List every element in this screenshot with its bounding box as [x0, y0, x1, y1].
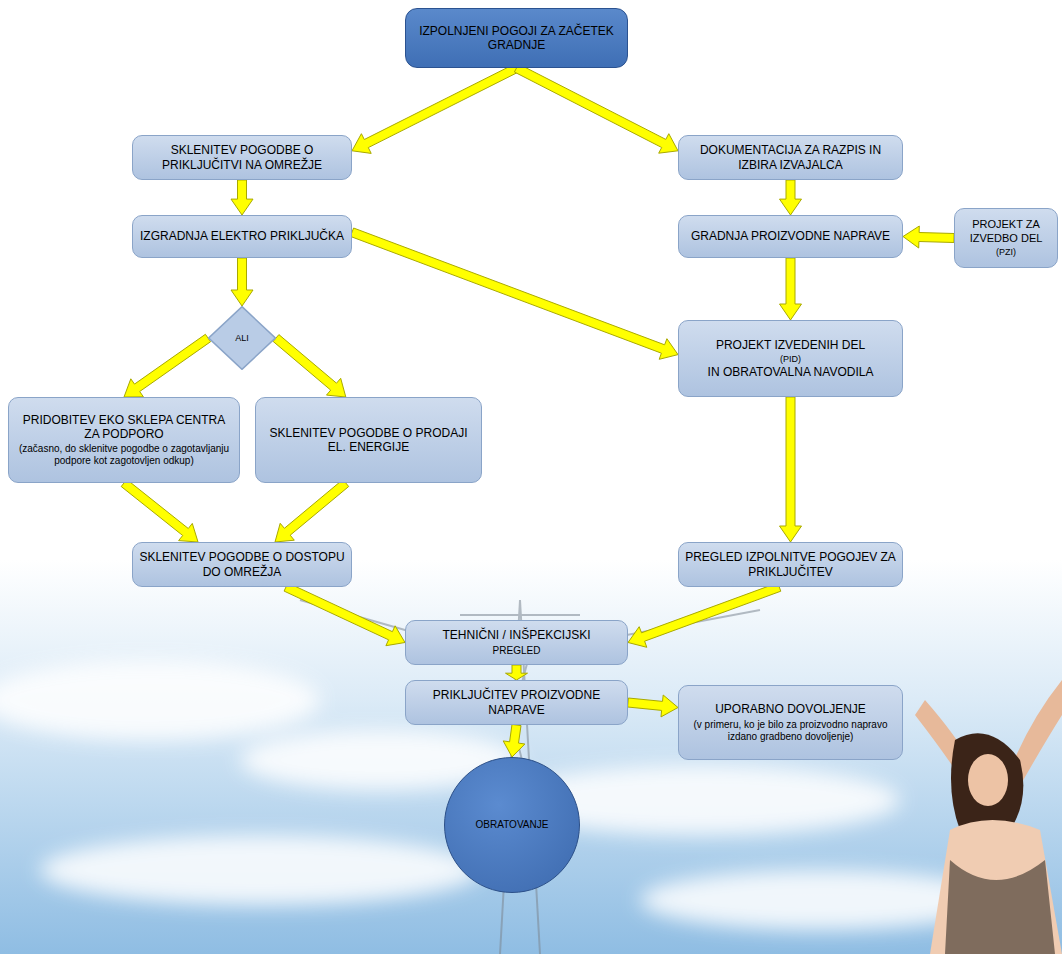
- process-box: DOKUMENTACIJA ZA RAZPIS IN IZBIRA IZVAJA…: [678, 135, 903, 180]
- text-wrap: PRIKLJUČITEV PROIZVODNE NAPRAVE: [406, 684, 627, 721]
- woman-figure: [915, 680, 1062, 954]
- text-wrap: DOKUMENTACIJA ZA RAZPIS IN IZBIRA IZVAJA…: [679, 139, 902, 176]
- flow-arrow: [121, 480, 198, 543]
- clouds: [0, 660, 1000, 930]
- node-label: PRIKLJUČITEV PROIZVODNE NAPRAVE: [412, 688, 621, 717]
- text-wrap: UPORABNO DOVOLJENJE (v primeru, ko je bil…: [679, 698, 902, 746]
- process-box: PROJEKT IZVEDENIH DEL (PID)IN OBRATOVALNA…: [678, 320, 903, 397]
- node-label: SKLENITEV POGODBE O PRODAJI EL. ENERGIJE: [262, 426, 475, 455]
- text-wrap: PROJEKT IZVEDENIH DEL (PID)IN OBRATOVALNA…: [679, 334, 902, 384]
- node-label: ALI: [210, 333, 274, 344]
- node-note: (PZI): [961, 247, 1051, 258]
- decision-diamond: ALI: [208, 306, 276, 370]
- node-label: IZGRADNJA ELEKTRO PRIKLJUČKA: [139, 229, 345, 243]
- flow-arrow: [506, 665, 528, 680]
- process-box: SKLENITEV POGODBE O DOSTOPU DO OMREŽJA: [132, 542, 352, 587]
- text-wrap: ALI: [208, 331, 276, 346]
- flow-arrow: [284, 583, 405, 646]
- flow-arrow: [514, 64, 678, 153]
- flow-arrow: [628, 583, 781, 648]
- node-label: TEHNIČNI / INŠPEKCIJSKI: [412, 628, 621, 642]
- flow-arrow: [780, 180, 802, 215]
- flow-arrow: [124, 334, 211, 397]
- text-wrap: TEHNIČNI / INŠPEKCIJSKI PREGLED: [406, 624, 627, 660]
- sky: [0, 560, 1062, 954]
- flow-arrow: [780, 397, 802, 542]
- input-box: PROJEKT ZA IZVEDBO DEL (PZI): [954, 208, 1058, 268]
- node-label: OBRATOVANJE: [459, 819, 565, 831]
- node-label: PREGLED IZPOLNITVE POGOJEV ZA PRIKLJUČIT…: [685, 550, 896, 579]
- node-note: PREGLED: [412, 645, 621, 657]
- node-label: PROJEKT ZA IZVEDBO DEL: [961, 218, 1051, 244]
- flow-arrow: [231, 258, 253, 306]
- text-wrap: PROJEKT ZA IZVEDBO DEL (PZI): [955, 214, 1057, 261]
- node-label: PRIDOBITEV EKO SKLEPA CENTRA ZA PODPORO: [15, 413, 233, 442]
- node-label: UPORABNO DOVOLJENJE: [685, 702, 896, 716]
- flow-arrow: [903, 226, 954, 248]
- text-wrap: IZPOLNJENI POGOJI ZA ZAČETEK GRADNJE: [406, 20, 627, 57]
- process-box: UPORABNO DOVOLJENJE (v primeru, ko je bil…: [678, 685, 903, 760]
- node-note: (začasno, do sklenitve pogodbe o zagotav…: [15, 443, 233, 467]
- node-label: SKLENITEV POGODBE O DOSTOPU DO OMREŽJA: [139, 550, 345, 579]
- node-label: DOKUMENTACIJA ZA RAZPIS IN IZBIRA IZVAJA…: [685, 143, 896, 172]
- process-box: PREGLED IZPOLNITVE POGOJEV ZA PRIKLJUČIT…: [678, 542, 903, 587]
- text-wrap: GRADNJA PROIZVODNE NAPRAVE: [679, 225, 902, 247]
- flow-arrow: [275, 480, 349, 543]
- flow-arrow: [628, 695, 678, 717]
- flow-arrow: [780, 258, 802, 320]
- node-note: (PID): [685, 354, 896, 365]
- text-wrap: PRIDOBITEV EKO SKLEPA CENTRA ZA PODPORO(…: [9, 409, 239, 472]
- text-wrap: SKLENITEV POGODBE O DOSTOPU DO OMREŽJA: [133, 546, 351, 583]
- flow-arrow: [503, 724, 525, 757]
- process-box: TEHNIČNI / INŠPEKCIJSKI PREGLED: [405, 620, 628, 665]
- process-box: SKLENITEV POGODBE O PRIKLJUČITVI NA OMRE…: [132, 135, 352, 180]
- flow-arrow: [352, 64, 519, 153]
- process-box: PRIKLJUČITEV PROIZVODNE NAPRAVE: [405, 680, 628, 725]
- node-label: IZPOLNJENI POGOJI ZA ZAČETEK GRADNJE: [412, 24, 621, 53]
- node-label: SKLENITEV POGODBE O PRIKLJUČITVI NA OMRE…: [139, 143, 345, 172]
- text-wrap: OBRATOVANJE: [445, 815, 579, 835]
- process-box: IZGRADNJA ELEKTRO PRIKLJUČKA: [132, 215, 352, 258]
- node-note: IN OBRATOVALNA NAVODILA: [685, 365, 896, 379]
- end-circle: OBRATOVANJE: [444, 757, 580, 893]
- node-note: (v primeru, ko je bilo za proizvodno nap…: [685, 719, 896, 743]
- process-box: GRADNJA PROIZVODNE NAPRAVE: [678, 215, 903, 258]
- text-wrap: SKLENITEV POGODBE O PRODAJI EL. ENERGIJE: [256, 422, 481, 459]
- flow-arrow: [273, 335, 346, 397]
- process-box: SKLENITEV POGODBE O PRODAJI EL. ENERGIJE: [255, 397, 482, 483]
- text-wrap: IZGRADNJA ELEKTRO PRIKLJUČKA: [133, 225, 351, 247]
- flow-arrow: [231, 180, 253, 215]
- text-wrap: SKLENITEV POGODBE O PRIKLJUČITVI NA OMRE…: [133, 139, 351, 176]
- text-wrap: PREGLED IZPOLNITVE POGOJEV ZA PRIKLJUČIT…: [679, 546, 902, 583]
- pylon: [300, 600, 760, 954]
- node-label: PROJEKT IZVEDENIH DEL: [685, 338, 896, 352]
- node-label: GRADNJA PROIZVODNE NAPRAVE: [685, 229, 896, 243]
- start-box: IZPOLNJENI POGOJI ZA ZAČETEK GRADNJE: [405, 8, 628, 68]
- flow-arrow: [350, 228, 678, 359]
- process-box: PRIDOBITEV EKO SKLEPA CENTRA ZA PODPORO(…: [8, 397, 240, 483]
